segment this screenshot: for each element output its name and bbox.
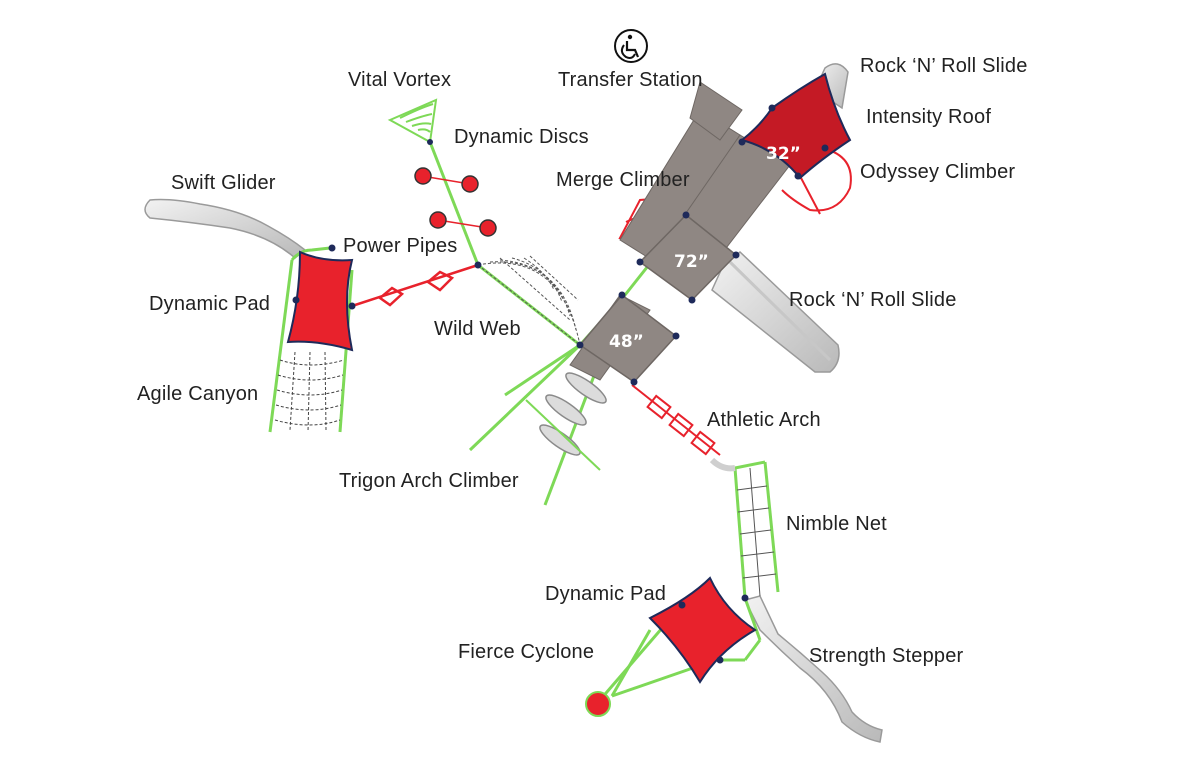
fierce-cyclone: [585, 691, 611, 717]
label-fierce-cyclone: Fierce Cyclone: [458, 641, 595, 663]
label-power-pipes: Power Pipes: [343, 235, 458, 257]
label-wild-web: Wild Web: [434, 318, 521, 340]
rock-n-roll-slide-mid: [711, 250, 840, 373]
label-trigon-arch-climber: Trigon Arch Climber: [339, 470, 519, 492]
athletic-arch: [631, 384, 721, 456]
odyssey-climber: [781, 147, 852, 215]
dynamic-pad-bottom: [648, 576, 757, 684]
trigon-arch-climber: [525, 372, 607, 471]
wheelchair-accessible-icon: [614, 29, 648, 63]
label-swift-glider: Swift Glider: [171, 172, 276, 194]
label-intensity-roof: Intensity Roof: [866, 106, 992, 128]
dynamic-discs: [414, 167, 497, 237]
dynamic-pad-left: [286, 250, 354, 352]
deck-48-label: 48”: [609, 332, 644, 352]
label-dynamic-discs: Dynamic Discs: [454, 126, 589, 148]
deck-32-label: 32”: [766, 144, 801, 164]
label-transfer-station: Transfer Station: [558, 69, 703, 91]
label-vital-vortex: Vital Vortex: [348, 69, 452, 91]
deck-72-label: 72”: [674, 252, 709, 272]
label-rock-n-roll-slide-top: Rock ‘N’ Roll Slide: [860, 55, 1028, 77]
posts: [292, 104, 829, 664]
strength-stepper-slide: [743, 595, 883, 743]
wild-web: [477, 255, 581, 346]
intensity-roof: [739, 72, 852, 180]
label-dynamic-pad-left: Dynamic Pad: [149, 293, 271, 315]
label-merge-climber: Merge Climber: [556, 169, 690, 191]
nimble-net: [709, 457, 780, 599]
agile-canyon-net: [274, 351, 345, 433]
vital-vortex: [387, 98, 438, 145]
swift-glider-slide: [144, 198, 307, 259]
label-odyssey-climber: Odyssey Climber: [860, 161, 1016, 183]
label-agile-canyon: Agile Canyon: [137, 383, 259, 405]
label-nimble-net: Nimble Net: [786, 513, 887, 535]
label-dynamic-pad-bottom: Dynamic Pad: [545, 583, 667, 605]
label-rock-n-roll-slide-mid: Rock ‘N’ Roll Slide: [789, 289, 957, 311]
label-strength-stepper: Strength Stepper: [809, 645, 964, 667]
power-pipes: [351, 263, 479, 308]
label-athletic-arch: Athletic Arch: [707, 409, 821, 431]
